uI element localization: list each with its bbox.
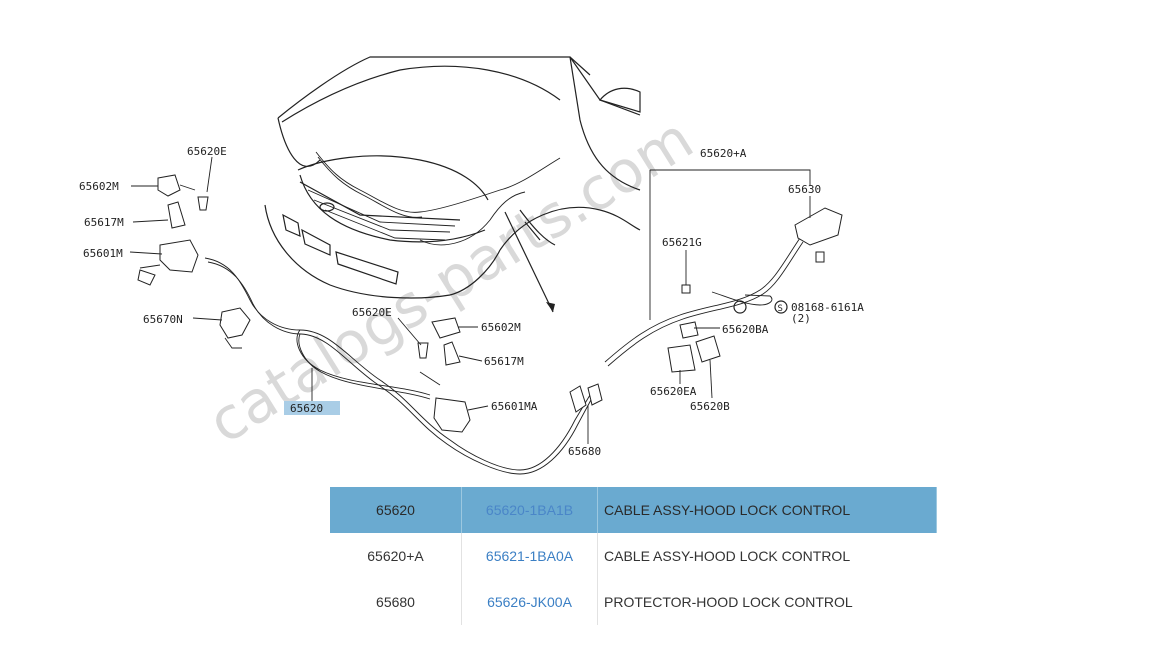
part-65621G xyxy=(681,284,691,294)
part-65670N xyxy=(219,307,251,349)
callout-08168-qty: (2) xyxy=(791,312,811,325)
part-65620EA xyxy=(667,344,696,373)
table-row[interactable]: 65620+A 65621-1BA0A CABLE ASSY-HOOD LOCK… xyxy=(330,533,937,579)
callout-65617M-left[interactable]: 65617M xyxy=(84,216,124,229)
callout-08168-6161A[interactable]: 08168-6161A xyxy=(791,301,864,314)
cable-65620-plus-a xyxy=(604,237,804,367)
callout-65620-highlight xyxy=(284,401,340,415)
callout-65602M-right[interactable]: 65602M xyxy=(481,321,521,334)
ref-cell: 65680 xyxy=(330,579,462,625)
part-65617M-left xyxy=(167,201,186,229)
part-65630 xyxy=(794,207,843,263)
callouts: 65620E 65602M 65617M 65601M 65670N 65620… xyxy=(79,145,864,458)
description-cell: PROTECTOR-HOOD LOCK CONTROL xyxy=(604,594,853,610)
part-65617M-right xyxy=(443,341,461,366)
ref-cell: 65620+A xyxy=(330,533,462,579)
callout-65602M-left[interactable]: 65602M xyxy=(79,180,119,193)
car-body-illustration xyxy=(264,56,641,313)
part-65620B xyxy=(695,335,721,363)
part-65620BA xyxy=(679,321,699,339)
part-65620E-left xyxy=(197,196,209,211)
callout-65620EA[interactable]: 65620EA xyxy=(650,385,697,398)
description-cell: CABLE ASSY-HOOD LOCK CONTROL xyxy=(597,487,937,533)
bolt-08168-symbol: S xyxy=(774,300,788,314)
part-65680 xyxy=(569,383,603,413)
table-row[interactable]: 65680 65626-JK00A PROTECTOR-HOOD LOCK CO… xyxy=(330,579,937,625)
part-65601M xyxy=(137,239,199,286)
part-number-link[interactable]: 65626-JK00A xyxy=(487,594,572,610)
leader-lines xyxy=(129,156,811,444)
part-number-link-cell: 65620-1BA1B xyxy=(461,487,598,533)
callout-65680[interactable]: 65680 xyxy=(568,445,601,458)
cable-65620 xyxy=(204,257,593,475)
description-cell: CABLE ASSY-HOOD LOCK CONTROL xyxy=(604,548,851,564)
callout-65620B[interactable]: 65620B xyxy=(690,400,730,413)
part-number-link[interactable]: 65620-1BA1B xyxy=(485,502,574,518)
svg-text:S: S xyxy=(778,304,783,314)
callout-65620[interactable]: 65620 xyxy=(290,402,323,415)
callout-65670N[interactable]: 65670N xyxy=(143,313,183,326)
parts-table: 65620 65620-1BA1B CABLE ASSY-HOOD LOCK C… xyxy=(330,487,937,625)
part-number-link[interactable]: 65621-1BA0A xyxy=(485,548,574,564)
part-65620E-right xyxy=(417,342,429,359)
callout-65620BA[interactable]: 65620BA xyxy=(722,323,769,336)
part-65602M-right xyxy=(431,317,461,339)
callout-65601M[interactable]: 65601M xyxy=(83,247,123,260)
callout-65601MA[interactable]: 65601MA xyxy=(491,400,538,413)
table-row-selected[interactable]: 65620 65620-1BA1B CABLE ASSY-HOOD LOCK C… xyxy=(330,487,937,533)
callout-65630[interactable]: 65630 xyxy=(788,183,821,196)
callout-65620-plus-a[interactable]: 65620+A xyxy=(700,147,747,160)
callout-65617M-right[interactable]: 65617M xyxy=(484,355,524,368)
callout-65620E-left[interactable]: 65620E xyxy=(187,145,227,158)
part-number-link-cell: 65621-1BA0A xyxy=(461,533,598,579)
part-number-link-cell: 65626-JK00A xyxy=(461,579,598,625)
ref-cell: 65620 xyxy=(330,487,462,533)
part-65601MA xyxy=(433,397,471,433)
part-65602M-left xyxy=(157,174,196,197)
callout-65620E-right[interactable]: 65620E xyxy=(352,306,392,319)
callout-65621G[interactable]: 65621G xyxy=(662,236,702,249)
